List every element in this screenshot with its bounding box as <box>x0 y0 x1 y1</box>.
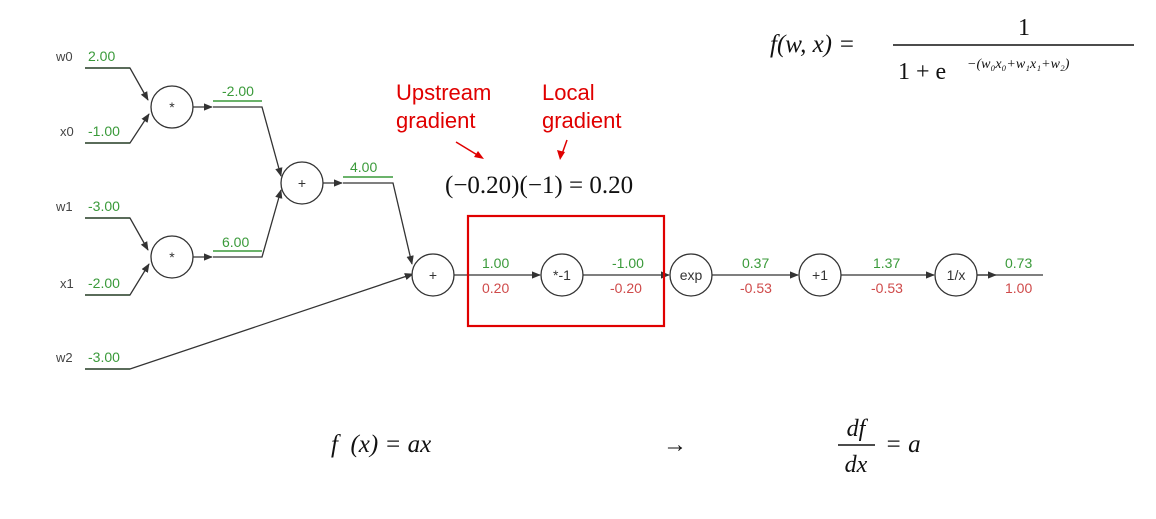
mul1-out-value: 6.00 <box>222 234 249 250</box>
sigmoid-formula: f(w, x) = 1 1 + e −(w₀x₀+w₁x₁+w₂) <box>770 15 1134 85</box>
linear-formula: f (x) = ax → <box>331 431 687 458</box>
input-w0: w0 2.00 <box>55 48 149 101</box>
add0-op: + <box>298 175 306 191</box>
exp-out-bwd: -0.53 <box>740 280 772 296</box>
plus1-op: +1 <box>812 267 828 283</box>
sigmoid-numerator: 1 <box>1018 15 1030 41</box>
plus1-out-bwd: -0.53 <box>871 280 903 296</box>
add0-node: + <box>280 161 324 205</box>
product-equation: (−0.20)(−1) = 0.20 <box>445 172 633 199</box>
input-label-x1: x1 <box>60 276 74 291</box>
upstream-label-line1: Upstream <box>396 80 491 105</box>
add1-out-fwd: 1.00 <box>482 255 509 271</box>
input-value-x1: -2.00 <box>88 275 120 291</box>
derivative-rhs: = a <box>885 431 921 458</box>
exp-op: exp <box>680 267 703 283</box>
input-value-w0: 2.00 <box>88 48 115 64</box>
neg-node: *-1 <box>540 253 584 297</box>
sigmoid-denominator: 1 + e <box>898 59 946 85</box>
plus1-node: +1 <box>798 253 842 297</box>
upstream-arrow <box>455 141 484 159</box>
add0-out-value: 4.00 <box>350 159 377 175</box>
mul0-op: * <box>169 99 175 115</box>
upstream-label-line2: gradient <box>396 108 476 133</box>
add1-out-bwd: 0.20 <box>482 280 509 296</box>
mul1-op: * <box>169 249 175 265</box>
input-label-w0: w0 <box>55 49 73 64</box>
derivative-formula: df dx = a <box>838 416 921 478</box>
input-value-x0: -1.00 <box>88 123 120 139</box>
local-label-line2: gradient <box>542 108 622 133</box>
arrow-symbol: → <box>663 432 687 458</box>
highlight-box <box>466 214 666 328</box>
neg-op: *-1 <box>553 267 571 283</box>
local-label-line1: Local <box>542 80 595 105</box>
input-value-w2: -3.00 <box>88 349 120 365</box>
derivative-numerator: df <box>847 416 869 442</box>
input-w2: w2 -3.00 <box>55 273 414 370</box>
mul1-node: * <box>150 235 194 279</box>
local-arrow <box>557 139 568 160</box>
exp-node: exp <box>669 253 713 297</box>
input-label-w1: w1 <box>55 199 73 214</box>
recip-op: 1/x <box>947 267 966 283</box>
plus1-out-fwd: 1.37 <box>873 255 900 271</box>
add1-node: + <box>411 253 455 297</box>
input-x1: x1 -2.00 <box>60 263 150 296</box>
recip-out-bwd: 1.00 <box>1005 280 1032 296</box>
mul0-node: * <box>150 85 194 129</box>
mul0-out-value: -2.00 <box>222 83 254 99</box>
input-label-w2: w2 <box>55 350 73 365</box>
sigmoid-lhs: f(w, x) = <box>770 31 855 58</box>
exp-out-fwd: 0.37 <box>742 255 769 271</box>
derivative-denominator: dx <box>845 452 868 478</box>
input-x0: x0 -1.00 <box>60 113 150 144</box>
add1-op: + <box>429 267 437 283</box>
neg-out-fwd: -1.00 <box>612 255 644 271</box>
input-w1: w1 -3.00 <box>55 198 149 251</box>
input-label-x0: x0 <box>60 124 74 139</box>
recip-out-fwd: 0.73 <box>1005 255 1032 271</box>
input-value-w1: -3.00 <box>88 198 120 214</box>
recip-node: 1/x <box>934 253 978 297</box>
neg-out-bwd: -0.20 <box>610 280 642 296</box>
sigmoid-exponent: −(w₀x₀+w₁x₁+w₂) <box>967 57 1070 72</box>
linear-lhs: f (x) = ax <box>331 431 431 458</box>
